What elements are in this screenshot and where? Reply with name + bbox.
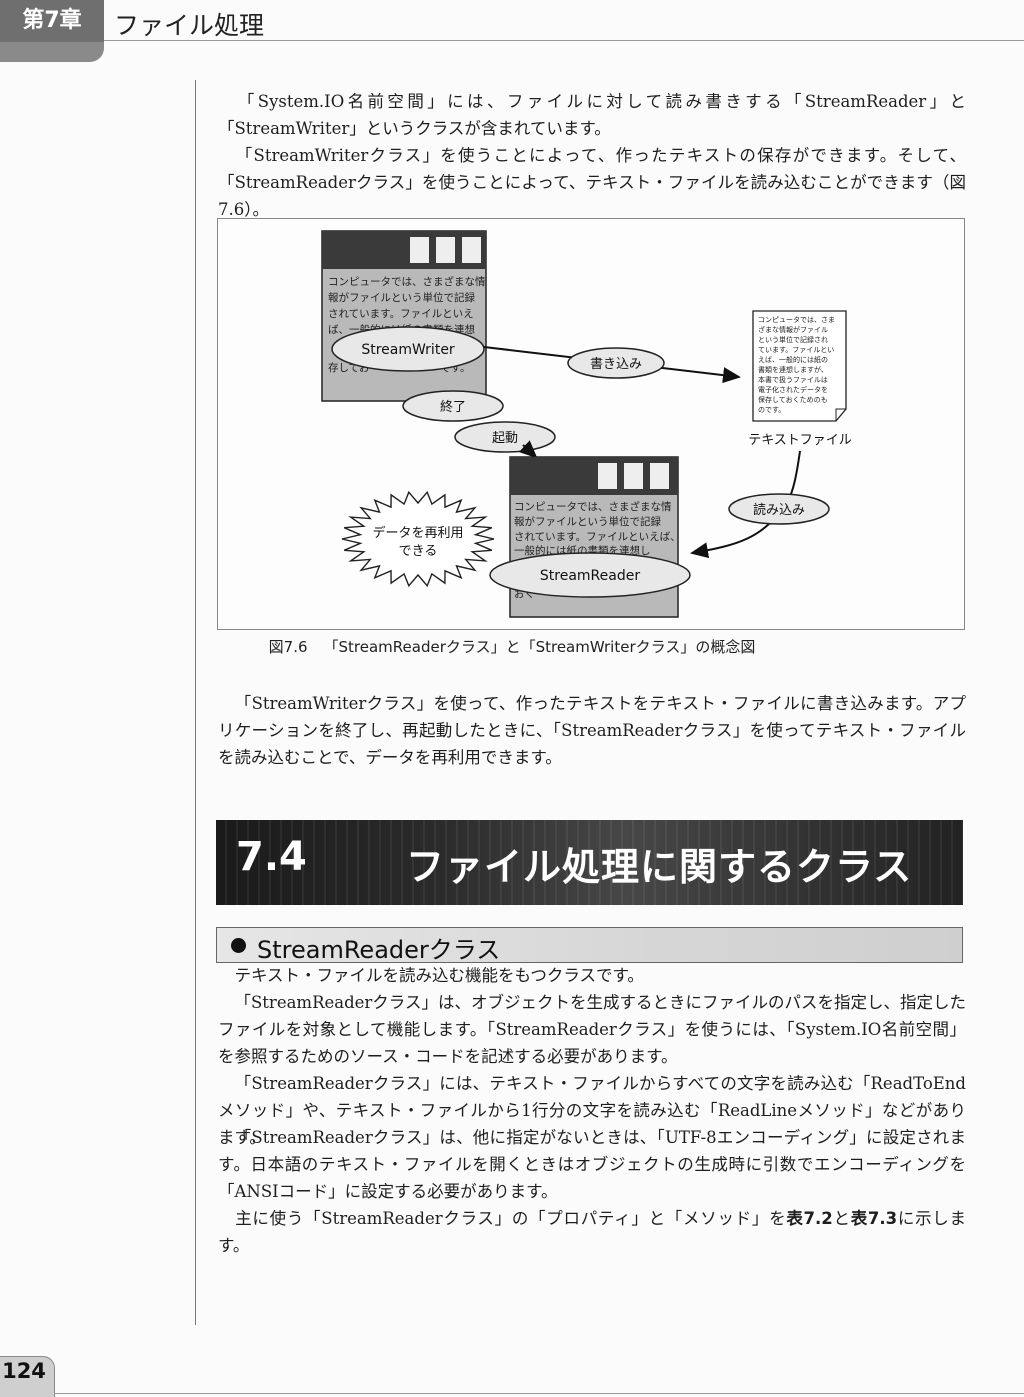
table-ref-7-2: 表7.2 (786, 1209, 833, 1228)
body-paragraph-3: 「StreamReaderクラス」には、テキスト・ファイルからすべての文字を読み… (218, 1074, 966, 1147)
intro-paragraph-2: 「StreamWriterクラス」を使うことによって、作ったテキストの保存ができ… (218, 146, 966, 219)
write-ellipse (567, 347, 665, 379)
svg-text:コンピュータでは、さま ざまな情報がファイル: コンピュータでは、さま ざまな情報がファイル という単位で記録され ています。フ… (758, 315, 837, 414)
write-label: 書き込み (590, 357, 642, 372)
page-number: 124 (2, 1359, 46, 1383)
margin-rule (195, 80, 196, 1325)
burst-line-1: データを再利用 (372, 525, 463, 541)
exit-label: 終了 (440, 399, 466, 415)
read-label: 読み込み (753, 502, 805, 518)
header-rule (104, 40, 1024, 41)
body-paragraph-4: 「StreamReaderクラス」は、他に指定がないときは、「UTF-8エンコー… (218, 1128, 966, 1201)
section-title: ファイル処理に関するクラス (406, 845, 913, 889)
body-paragraph-1: テキスト・ファイルを読み込む機能をもつクラスです。 (234, 966, 644, 985)
figure-caption-text: 「StreamReaderクラス」と「StreamWriterクラス」の概念図 (323, 638, 756, 656)
chapter-label: 第7章 (0, 0, 104, 42)
page-number-tab (0, 1356, 55, 1397)
body-paragraph-2: 「StreamReaderクラス」は、オブジェクトを生成するときにファイルのパス… (218, 993, 966, 1066)
stream-reader-label: StreamReader (540, 568, 640, 584)
bottom-rule (54, 1393, 1024, 1394)
subsection-title: StreamReaderクラス (257, 936, 501, 964)
start-arrow (518, 440, 538, 459)
subsection-header: StreamReaderクラス (216, 927, 963, 964)
window-button-icon (436, 237, 455, 263)
section-number: 7.4 (236, 834, 307, 880)
figure-number: 図7.6 (268, 638, 308, 656)
stream-writer-ellipse (331, 326, 485, 372)
window-button-icon (598, 463, 617, 489)
read-ellipse (728, 493, 830, 525)
stream-writer-label: StreamWriter (361, 342, 455, 358)
bullet-icon (231, 938, 246, 953)
exit-ellipse (402, 390, 504, 422)
reuse-burst (341, 490, 495, 588)
figure-caption: 図7.6 「StreamReaderクラス」と「StreamWriterクラス」の… (0, 636, 1024, 657)
window-button-icon (650, 463, 669, 489)
chapter-title: ファイル処理 (114, 11, 265, 40)
window-button-icon (410, 237, 429, 263)
section-banner: 7.4 ファイル処理に関するクラス (216, 820, 963, 905)
window-button-icon (624, 463, 643, 489)
body-paragraph-5: 主に使う「StreamReaderクラス」の「プロパティ」と「メソッド」を表7.… (218, 1209, 967, 1255)
stream-reader-ellipse (489, 552, 691, 598)
figure-7-6: コンピュータでは、さまざまな情 報がファイルという単位で記録 されています。ファ… (217, 218, 965, 630)
text-file-document: コンピュータでは、さま ざまな情報がファイル という単位で記録され ています。フ… (752, 310, 847, 422)
concept-diagram: コンピュータでは、さまざまな情 報がファイルという単位で記録 されています。ファ… (321, 230, 852, 618)
table-ref-7-3: 表7.3 (850, 1209, 898, 1228)
after-figure-paragraph: 「StreamWriterクラス」を使って、作ったテキストをテキスト・ファイルに… (218, 694, 966, 767)
text-file-label: テキストファイル (748, 433, 852, 448)
intro-paragraph-1: 「System.IO名前空間」には、ファイルに対して読み書きする「StreamR… (218, 92, 966, 138)
writer-app-window: コンピュータでは、さまざまな情 報がファイルという単位で記録 されています。ファ… (321, 230, 487, 402)
start-label: 起動 (492, 431, 518, 446)
burst-line-2: できる (399, 544, 438, 559)
window-button-icon (462, 237, 481, 263)
